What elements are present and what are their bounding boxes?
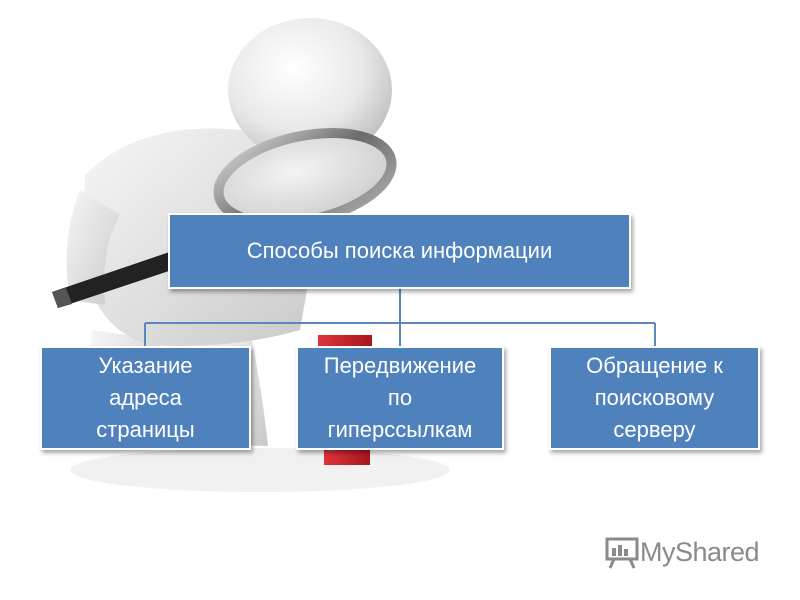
diagram-child-box: Обращение к поисковому серверу — [549, 346, 760, 450]
diagram-root-label: Способы поиска информации — [246, 238, 553, 263]
diagram-child-label: Обращение к поисковому серверу — [586, 353, 723, 442]
watermark-text: MyShared — [640, 536, 760, 567]
diagram-child-label: Передвижение по гиперссылкам — [323, 353, 477, 442]
diagram-child-label: Указание адреса страницы — [96, 353, 195, 442]
presentation-board-icon — [605, 537, 639, 569]
diagram-child-box: Указание адреса страницы — [40, 346, 251, 450]
diagram-child-box: Передвижение по гиперссылкам — [296, 346, 504, 450]
myshared-watermark: MyShared — [604, 535, 760, 569]
diagram-root-box: Способы поиска информации — [168, 213, 631, 289]
